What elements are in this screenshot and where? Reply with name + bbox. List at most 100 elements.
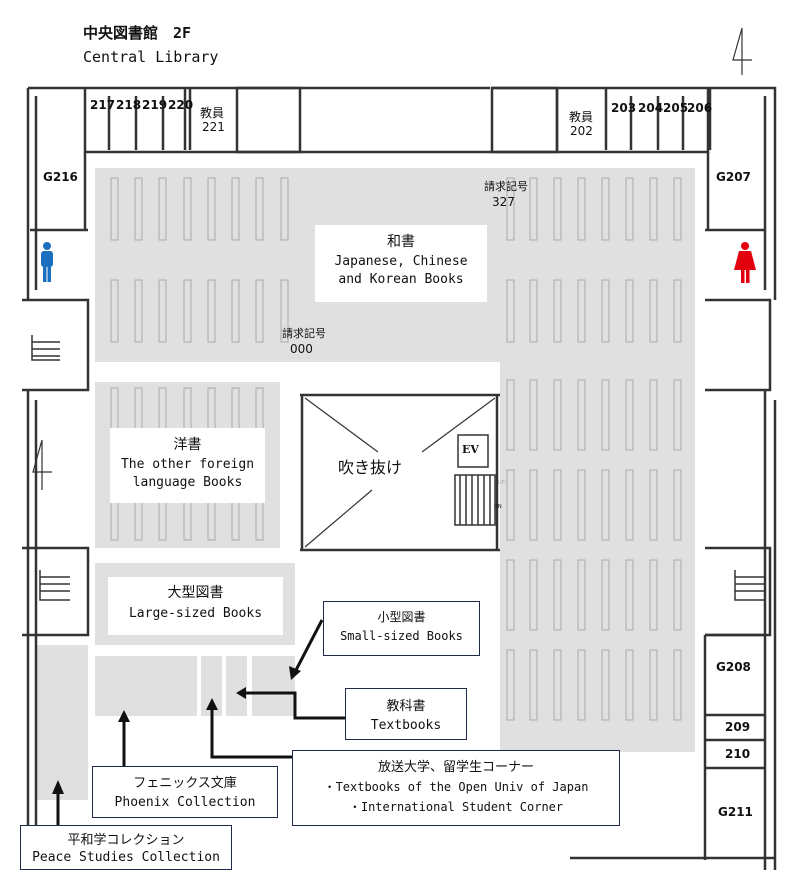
bookshelf [577,649,586,721]
bookshelf [506,559,515,631]
bookshelf [625,649,634,721]
stairs-up-label: UP [498,480,505,486]
bookshelf [255,177,264,241]
bookshelf [207,177,216,241]
bookshelf [649,649,658,721]
large-books-label: 大型図書 Large-sized Books [108,577,283,635]
bookshelf [183,177,192,241]
men-toilet-icon [41,242,53,282]
bookshelf [158,279,167,343]
atrium-cross [304,397,496,548]
staff-room-221-number: 221 [202,120,225,134]
bookshelf [673,469,682,541]
elevator-label: EV [462,443,479,456]
bookshelf [529,649,538,721]
bookshelf [673,379,682,451]
call-number-value: 327 [492,195,515,209]
bookshelf [506,279,515,343]
callout-line: ・International Student Corner [348,800,564,814]
bookshelf [673,559,682,631]
callout-title-ja: 放送大学、留学生コーナー [377,760,534,775]
call-number-label: 請求記号 [282,327,326,340]
bookshelf [601,559,610,631]
staff-room-202-label: 教員 [569,110,594,124]
bookshelf [506,379,515,451]
bookshelf [601,279,610,343]
bookshelf [673,279,682,343]
bookshelf [553,469,562,541]
bookshelf [577,177,586,241]
room-204: 204 [638,101,664,115]
room-g208: G208 [716,660,751,674]
area-title-en: The other foreign [120,457,255,472]
bookshelf [110,177,119,241]
right-stacks-area [500,168,695,752]
callout-title-ja: フェニックス文庫 [133,776,237,791]
bookshelf [553,379,562,451]
room-206: 206 [687,101,713,115]
bookshelf [529,177,538,241]
room-205: 205 [663,101,689,115]
walls [22,86,777,870]
room-209: 209 [725,720,751,734]
bookshelf [553,559,562,631]
room-219: 219 [142,98,168,112]
bookshelf [255,279,264,343]
stairs [31,335,765,601]
north-arrow-icon [32,27,752,490]
room-220: 220 [168,98,194,112]
callout-title-ja: 平和学コレクション [67,833,185,848]
bookshelf [625,559,634,631]
bookshelf [529,379,538,451]
bookshelf [625,469,634,541]
bookshelf [577,559,586,631]
bookshelf [529,559,538,631]
stairs-down-label: DN [494,504,502,510]
callout-title-en: Phoenix Collection [114,795,256,810]
room-218: 218 [116,98,142,112]
bookshelf [577,469,586,541]
bookshelf [601,649,610,721]
open-univ-area [201,656,222,716]
shelf-areas [37,168,695,800]
bookshelf [506,469,515,541]
callout-title-ja: 小型図書 [377,610,426,624]
call-number-label: 請求記号 [484,180,528,193]
room-g211: G211 [718,805,753,819]
room-g207: G207 [716,170,751,184]
bookshelf [673,177,682,241]
peace-area [37,645,88,800]
women-toilet-icon [734,242,756,283]
bookshelf [649,279,658,343]
floor-title-ja: 中央図書館 2F [83,24,192,42]
callout-title-en: Small-sized Books [340,629,463,643]
phoenix-area [95,656,197,716]
atrium-label: 吹き抜け [338,458,403,478]
bookshelf [207,279,216,343]
bookshelf [625,177,634,241]
bookshelf [134,177,143,241]
bookshelf [553,279,562,343]
callout-title-en: Peace Studies Collection [32,850,220,865]
callout-arrows [56,619,345,825]
bookshelf [529,279,538,343]
bookshelf [529,469,538,541]
bookshelf [649,379,658,451]
bookshelf [577,279,586,343]
room-210: 210 [725,747,751,761]
area-title-ja: 大型図書 [167,585,224,601]
staff-room-221-label: 教員 [200,106,225,120]
bookshelf [506,177,515,241]
bookshelf [158,177,167,241]
phoenix-callout: フェニックス文庫 Phoenix Collection [92,766,278,818]
call-number-value: 000 [290,342,313,356]
bookshelf [110,279,119,343]
area-title-en: language Books [132,475,243,490]
bookshelf [649,469,658,541]
foreign-books-label: 洋書 The other foreign language Books [110,428,265,503]
bookshelf [280,279,289,343]
small-textbook-area [252,656,295,716]
arrowheads [52,666,301,794]
callout-line: ・Textbooks of the Open Univ of Japan [323,780,589,794]
